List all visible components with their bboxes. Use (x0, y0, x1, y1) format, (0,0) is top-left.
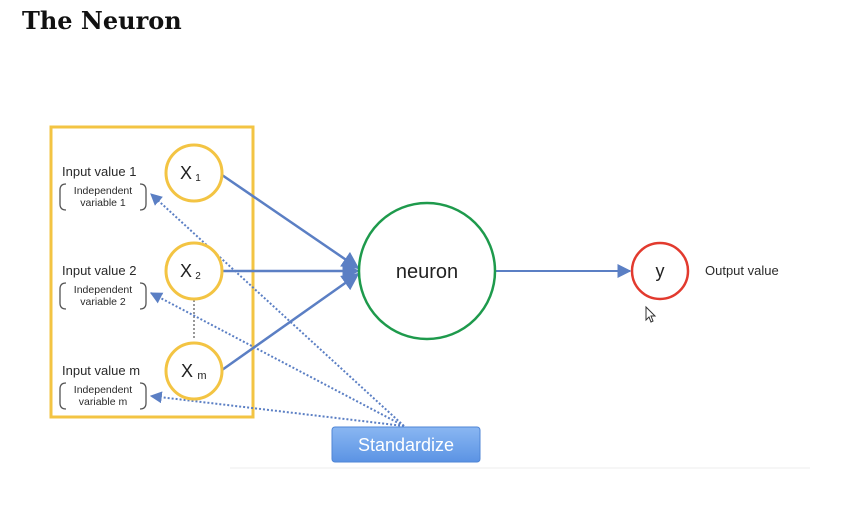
input-node-2-label: X (180, 261, 192, 281)
input-2-bracket-left (59, 282, 67, 310)
standardize-arrow-m (149, 391, 405, 427)
input-1-bracket-left (59, 183, 67, 211)
input-m-sub-line1: Independent (74, 384, 132, 396)
input-node-m-subscript: m (197, 370, 206, 382)
input-m-sub-line2: variable m (79, 396, 128, 408)
neuron-label: neuron (396, 261, 458, 283)
input-1-arrow (221, 173, 360, 270)
standardize-arrow-1 (150, 193, 405, 427)
standardize-label: Standardize (358, 435, 454, 455)
output-label: Output value (705, 263, 779, 278)
input-m-label: Input value m (62, 363, 140, 378)
input-1-sub-line1: Independent (74, 185, 132, 197)
neuron-node (357, 201, 497, 341)
input-1-label: Input value 1 (62, 164, 136, 179)
input-node-1 (164, 143, 224, 203)
output-node (630, 241, 690, 301)
input-2-sub-line1: Independent (74, 284, 132, 296)
output-node-label: y (656, 261, 665, 281)
input-2-group: Input value 2 Independent variable 2 X 2 (59, 241, 224, 310)
standardize-button[interactable]: Standardize (331, 426, 481, 463)
input-1-sub-line2: variable 1 (80, 197, 126, 209)
input-1-group: Input value 1 Independent variable 1 X 1 (59, 143, 224, 211)
input-node-m-label: X (181, 361, 193, 381)
input-node-2-subscript: 2 (195, 271, 201, 282)
input-m-arrow (221, 272, 360, 372)
input-m-bracket-left (59, 382, 67, 410)
input-node-m (164, 341, 224, 401)
input-m-group: Input value m Independent variable m X m (59, 341, 224, 410)
input-2-bracket-right (139, 282, 147, 310)
mouse-cursor-icon (645, 305, 657, 323)
input-2-label: Input value 2 (62, 263, 136, 278)
input-m-bracket-right (139, 382, 147, 410)
input-node-2 (164, 241, 224, 301)
input-node-1-label: X (180, 163, 192, 183)
input-1-bracket-right (139, 183, 147, 211)
page-title: The Neuron (22, 6, 182, 35)
input-2-sub-line2: variable 2 (80, 296, 126, 308)
input-node-1-subscript: 1 (195, 173, 201, 184)
